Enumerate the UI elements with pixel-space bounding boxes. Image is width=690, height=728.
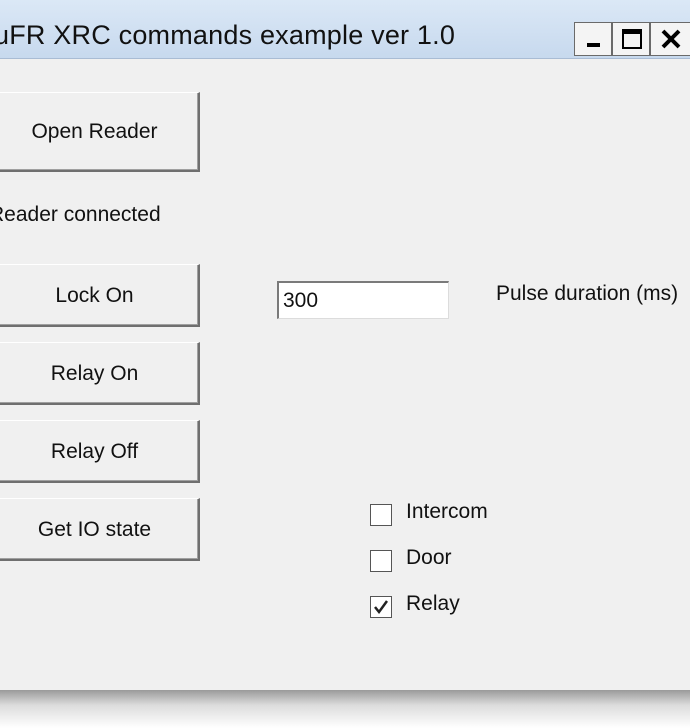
maximize-icon (622, 29, 642, 49)
window-shadow (0, 690, 690, 728)
intercom-checkbox[interactable] (370, 504, 392, 526)
minimize-button[interactable] (574, 22, 612, 56)
door-checkbox[interactable] (370, 550, 392, 572)
close-button[interactable] (650, 22, 690, 56)
relay-label: Relay (406, 592, 460, 615)
status-text: Reader connected (0, 203, 161, 226)
pulse-duration-input[interactable] (277, 281, 449, 319)
checkmark-icon (374, 600, 389, 615)
lock-on-label: Lock On (55, 284, 134, 307)
relay-off-label: Relay Off (50, 440, 139, 463)
lock-on-button[interactable]: Lock On (0, 264, 200, 327)
open-reader-label: Open Reader (31, 120, 158, 143)
door-label: Door (406, 546, 452, 569)
app-window: uFR XRC commands example ver 1.0 Open Re… (0, 0, 690, 690)
minimize-icon (587, 43, 600, 47)
close-icon (661, 29, 681, 49)
window-title: uFR XRC commands example ver 1.0 (0, 20, 456, 50)
title-bar[interactable]: uFR XRC commands example ver 1.0 (0, 0, 690, 59)
maximize-button[interactable] (612, 22, 650, 56)
relay-off-button[interactable]: Relay Off (0, 420, 200, 483)
open-reader-button[interactable]: Open Reader (0, 92, 200, 172)
relay-on-label: Relay On (50, 362, 139, 385)
relay-on-button[interactable]: Relay On (0, 342, 200, 405)
get-io-state-label: Get IO state (37, 518, 152, 541)
pulse-duration-label: Pulse duration (ms) (496, 282, 679, 305)
relay-checkbox[interactable] (370, 596, 392, 618)
get-io-state-button[interactable]: Get IO state (0, 498, 200, 561)
intercom-label: Intercom (406, 500, 488, 523)
